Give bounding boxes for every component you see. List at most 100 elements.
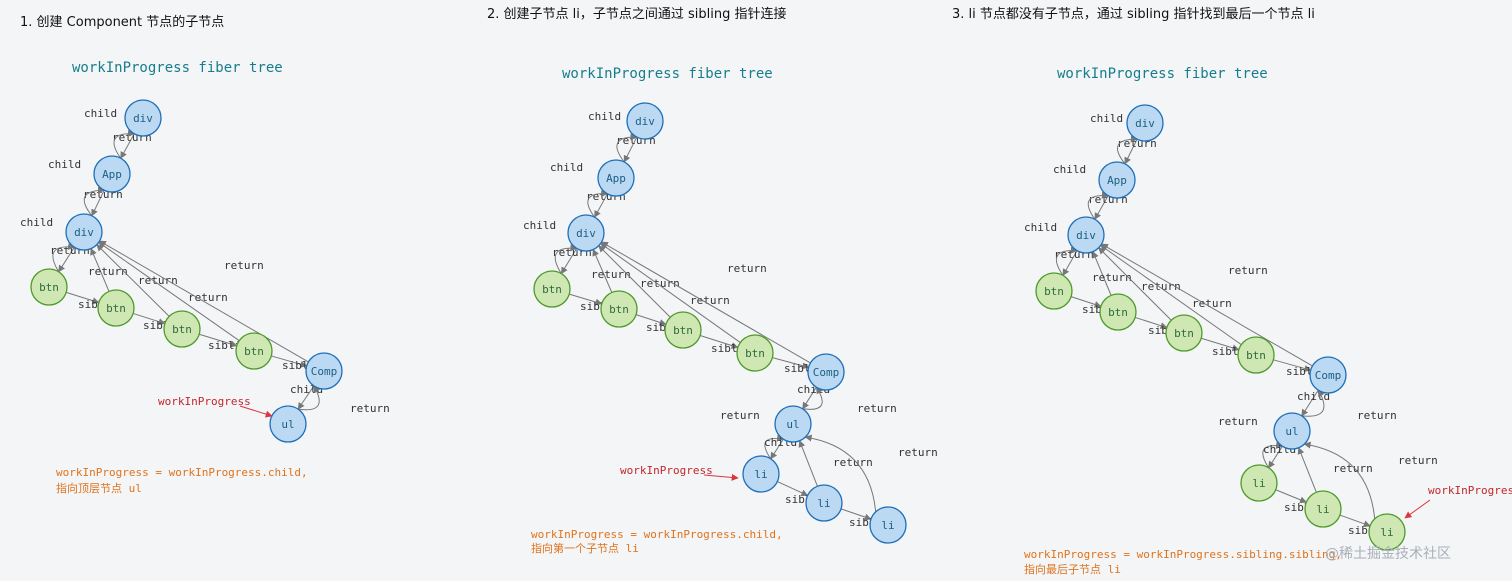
node-circle bbox=[567, 214, 605, 252]
work-in-progress-arrow bbox=[703, 473, 739, 481]
fiber-node-comp: Comp bbox=[305, 352, 343, 390]
edge-child bbox=[770, 438, 784, 460]
node-label: App bbox=[606, 172, 626, 185]
node-label: btn bbox=[1174, 327, 1194, 340]
edge-label-return: child bbox=[48, 158, 81, 171]
node-circle bbox=[600, 290, 638, 328]
edge-return bbox=[1055, 246, 1078, 276]
edge-label-return: child bbox=[523, 219, 556, 232]
node-label: li bbox=[881, 519, 894, 532]
node-circle bbox=[235, 332, 273, 370]
fiber-node-div2: div bbox=[1067, 216, 1105, 254]
edge-return bbox=[764, 434, 784, 460]
fiber-node-app: App bbox=[597, 159, 635, 197]
fiber-node-btn3: btn bbox=[664, 311, 702, 349]
edges: returnchildreturnchildreturnchildreturnr… bbox=[523, 110, 938, 529]
edge-return bbox=[1098, 247, 1172, 321]
edge-sibling bbox=[699, 335, 739, 349]
node-circle bbox=[124, 99, 162, 137]
fiber-node-btn1: btn bbox=[533, 270, 571, 308]
node-label: btn bbox=[1044, 285, 1064, 298]
node-circle bbox=[1165, 314, 1203, 352]
edge-sibling bbox=[199, 333, 238, 348]
edge-label-return: return bbox=[224, 259, 264, 272]
edge-label-return: return bbox=[1357, 409, 1397, 422]
edge-sibling bbox=[133, 312, 166, 325]
fiber-node-btn2: btn bbox=[97, 289, 135, 327]
panel-2: 2. 创建子节点 li，子节点之间通过 sibling 指针连接workInPr… bbox=[487, 6, 938, 555]
watermark: @稀土掘金技术社区 bbox=[1325, 546, 1451, 562]
edge-label-return: return bbox=[350, 402, 390, 415]
edge-child bbox=[1301, 389, 1319, 417]
node-circle bbox=[1240, 464, 1278, 502]
edge-return bbox=[52, 243, 76, 273]
edge-label-return: return bbox=[1218, 415, 1258, 428]
edge-return bbox=[113, 129, 135, 159]
edge-child bbox=[120, 133, 135, 159]
fiber-node-ul: ul bbox=[774, 405, 812, 443]
edge-return bbox=[798, 440, 818, 487]
edge-label-return: return bbox=[898, 446, 938, 459]
edge-label-return: return bbox=[720, 409, 760, 422]
node-circle bbox=[269, 405, 307, 443]
edge-return bbox=[616, 133, 638, 163]
work-in-progress-label: workInProgress bbox=[620, 464, 713, 477]
node-label: div bbox=[133, 112, 153, 125]
node-circle bbox=[807, 353, 845, 391]
fiber-node-div2: div bbox=[567, 214, 605, 252]
node-circle bbox=[1368, 513, 1406, 551]
edge-return bbox=[1100, 244, 1242, 346]
edge-child bbox=[1094, 195, 1109, 220]
node-circle bbox=[1035, 272, 1073, 310]
fiber-node-li2: li bbox=[805, 484, 843, 522]
edge-return bbox=[96, 244, 170, 317]
note-line: workInProgress = workInProgress.child, bbox=[531, 528, 783, 541]
node-circle bbox=[1273, 412, 1311, 450]
edge-label-return: child bbox=[588, 110, 621, 123]
edge-sibling bbox=[66, 291, 100, 305]
node-circle bbox=[163, 310, 201, 348]
fiber-node-li1: li bbox=[742, 455, 780, 493]
node-label: div bbox=[576, 227, 596, 240]
note-line: workInProgress = workInProgress.sibling.… bbox=[1024, 548, 1342, 561]
edge-label-return: return bbox=[591, 268, 631, 281]
node-label: btn bbox=[244, 345, 264, 358]
node-label: div bbox=[74, 226, 94, 239]
edge-child bbox=[1062, 250, 1078, 276]
fiber-node-div1: div bbox=[626, 102, 664, 140]
edge-child bbox=[594, 193, 608, 218]
node-label: div bbox=[635, 115, 655, 128]
note-line: 指向最后子节点 li bbox=[1024, 562, 1121, 576]
edge-return bbox=[554, 244, 578, 274]
node-circle bbox=[65, 213, 103, 251]
fiber-node-btn1: btn bbox=[1035, 272, 1073, 310]
edge-return bbox=[98, 241, 240, 342]
node-circle bbox=[597, 159, 635, 197]
edge-return bbox=[587, 189, 609, 218]
fiber-node-li1: li bbox=[1240, 464, 1278, 502]
node-label: btn bbox=[745, 347, 765, 360]
fiber-node-ul: ul bbox=[269, 405, 307, 443]
edge-return bbox=[1301, 389, 1325, 417]
node-label: App bbox=[1107, 174, 1127, 187]
node-circle bbox=[1304, 490, 1342, 528]
edge-child bbox=[1124, 138, 1138, 165]
work-in-progress-label: workInProgress bbox=[158, 395, 251, 408]
edge-sibling bbox=[772, 357, 810, 370]
edge-sibling bbox=[1134, 316, 1168, 329]
fiber-node-comp: Comp bbox=[807, 353, 845, 391]
edge-sibling bbox=[635, 314, 667, 326]
fiber-node-btn4: btn bbox=[235, 332, 273, 370]
tree-title: workInProgress fiber tree bbox=[72, 60, 283, 76]
edge-return bbox=[1297, 447, 1317, 493]
node-label: Comp bbox=[311, 365, 338, 378]
fiber-node-li2: li bbox=[1304, 490, 1342, 528]
node-circle bbox=[1309, 356, 1347, 394]
edge-return bbox=[804, 434, 877, 512]
edge-label-return: return bbox=[690, 294, 730, 307]
node-label: ul bbox=[1285, 425, 1298, 438]
node-label: Comp bbox=[813, 366, 840, 379]
edge-sibling bbox=[569, 293, 603, 306]
node-label: btn bbox=[172, 323, 192, 336]
